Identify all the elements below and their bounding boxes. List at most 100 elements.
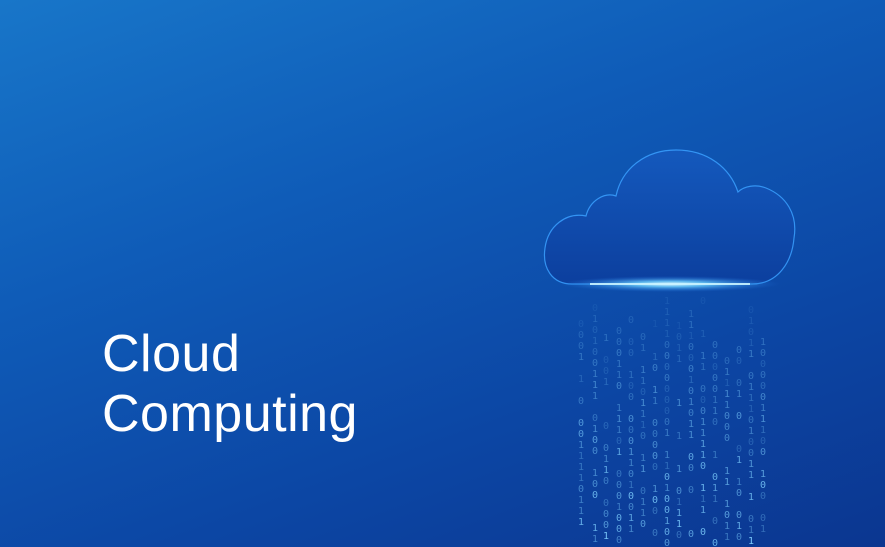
binary-digit: 1: [652, 385, 658, 396]
binary-digit: 0: [736, 411, 742, 422]
binary-digit: 1: [592, 380, 598, 391]
binary-digit: 0: [616, 348, 622, 359]
binary-digit: 1: [603, 454, 609, 465]
binary-digit: 1: [724, 521, 730, 532]
binary-digit: 1: [578, 440, 584, 451]
binary-digit: 0: [712, 351, 718, 362]
binary-digit: 0: [628, 348, 634, 359]
binary-digit: 1: [592, 336, 598, 347]
binary-digit: 0: [664, 406, 670, 417]
binary-digit: 1: [616, 502, 622, 513]
binary-digit: 0: [628, 392, 634, 403]
binary-digit: 1: [592, 391, 598, 402]
binary-digit: 0: [628, 425, 634, 436]
binary-digit: 0: [736, 488, 742, 499]
binary-digit: 0: [736, 378, 742, 389]
binary-digit: 0: [592, 446, 598, 457]
binary-digit: 1: [748, 426, 754, 437]
binary-digit: 1: [616, 403, 622, 414]
binary-digit: 1: [748, 470, 754, 481]
binary-digit: 0: [592, 413, 598, 424]
binary-digit: 1: [640, 464, 646, 475]
binary-digit: 1: [760, 425, 766, 436]
binary-digit: 0: [652, 495, 658, 506]
binary-digit: 0: [664, 362, 670, 373]
binary-digit: 1: [700, 329, 706, 340]
binary-digit: 1: [628, 370, 634, 381]
binary-digit: 1: [724, 532, 730, 543]
binary-digit: 0: [700, 527, 706, 538]
binary-digit: 1: [578, 495, 584, 506]
binary-digit: 1: [676, 497, 682, 508]
binary-digit: 1: [652, 352, 658, 363]
binary-digit: 1: [664, 307, 670, 318]
binary-digit: 0: [578, 341, 584, 352]
binary-digit: 1: [676, 343, 682, 354]
binary-digit: 0: [664, 373, 670, 384]
binary-digit: 1: [748, 338, 754, 349]
binary-digit: 0: [616, 337, 622, 348]
binary-digit: 0: [603, 476, 609, 487]
binary-digit: 0: [628, 414, 634, 425]
binary-digit: 1: [616, 425, 622, 436]
binary-digit: 1: [578, 352, 584, 363]
binary-digit: 0: [616, 480, 622, 491]
binary-digit: 1: [760, 403, 766, 414]
binary-digit: 1: [616, 414, 622, 425]
binary-digit: 0: [664, 538, 670, 547]
binary-digit: 0: [664, 395, 670, 406]
binary-digit: 0: [736, 444, 742, 455]
binary-digit: 0: [628, 337, 634, 348]
binary-digit: 0: [640, 387, 646, 398]
binary-digit: 1: [640, 420, 646, 431]
binary-digit: 1: [676, 398, 682, 409]
binary-digit: 1: [736, 389, 742, 400]
binary-digit: 1: [628, 524, 634, 535]
binary-digit: 0: [578, 429, 584, 440]
binary-digit: 1: [700, 351, 706, 362]
binary-digit: 1: [603, 333, 609, 344]
binary-digit: 1: [712, 406, 718, 417]
binary-digit: 1: [578, 462, 584, 473]
binary-digit: 0: [724, 356, 730, 367]
title-line-cloud: Cloud: [102, 325, 241, 383]
binary-digit: 1: [724, 367, 730, 378]
binary-digit: 1: [700, 450, 706, 461]
binary-digit: 1: [664, 516, 670, 527]
binary-digit: 0: [628, 315, 634, 326]
binary-digit: 1: [748, 393, 754, 404]
binary-digit: 0: [688, 342, 694, 353]
binary-digit: 0: [664, 340, 670, 351]
binary-digit: 0: [664, 417, 670, 428]
binary-digit: 1: [736, 521, 742, 532]
binary-digit: 1: [748, 459, 754, 470]
binary-digit: 0: [592, 479, 598, 490]
binary-digit: 0: [748, 448, 754, 459]
binary-digit: 0: [700, 461, 706, 472]
binary-digit: 0: [628, 436, 634, 447]
binary-digit: 1: [748, 525, 754, 536]
binary-digit: 1: [748, 536, 754, 547]
binary-digit: 0: [616, 524, 622, 535]
binary-digit: 1: [700, 428, 706, 439]
binary-digit: 1: [724, 389, 730, 400]
binary-digit: 0: [688, 353, 694, 364]
binary-digit: 0: [760, 436, 766, 447]
binary-digit: 0: [688, 463, 694, 474]
binary-digit: 0: [616, 326, 622, 337]
binary-digit: 0: [603, 509, 609, 520]
binary-digit: 1: [664, 483, 670, 494]
binary-digit: 0: [748, 514, 754, 525]
binary-digit: 0: [760, 359, 766, 370]
binary-digit: 0: [652, 363, 658, 374]
binary-digit: 1: [592, 424, 598, 435]
binary-digit: 0: [603, 520, 609, 531]
binary-digit: 0: [640, 519, 646, 530]
binary-digit: 0: [724, 433, 730, 444]
binary-digit: 1: [748, 349, 754, 360]
binary-digit: 0: [712, 538, 718, 547]
binary-digit: 1: [578, 517, 584, 528]
binary-digit: 1: [603, 531, 609, 542]
binary-digit: 1: [688, 430, 694, 441]
cloud-glow-line: [590, 283, 750, 285]
